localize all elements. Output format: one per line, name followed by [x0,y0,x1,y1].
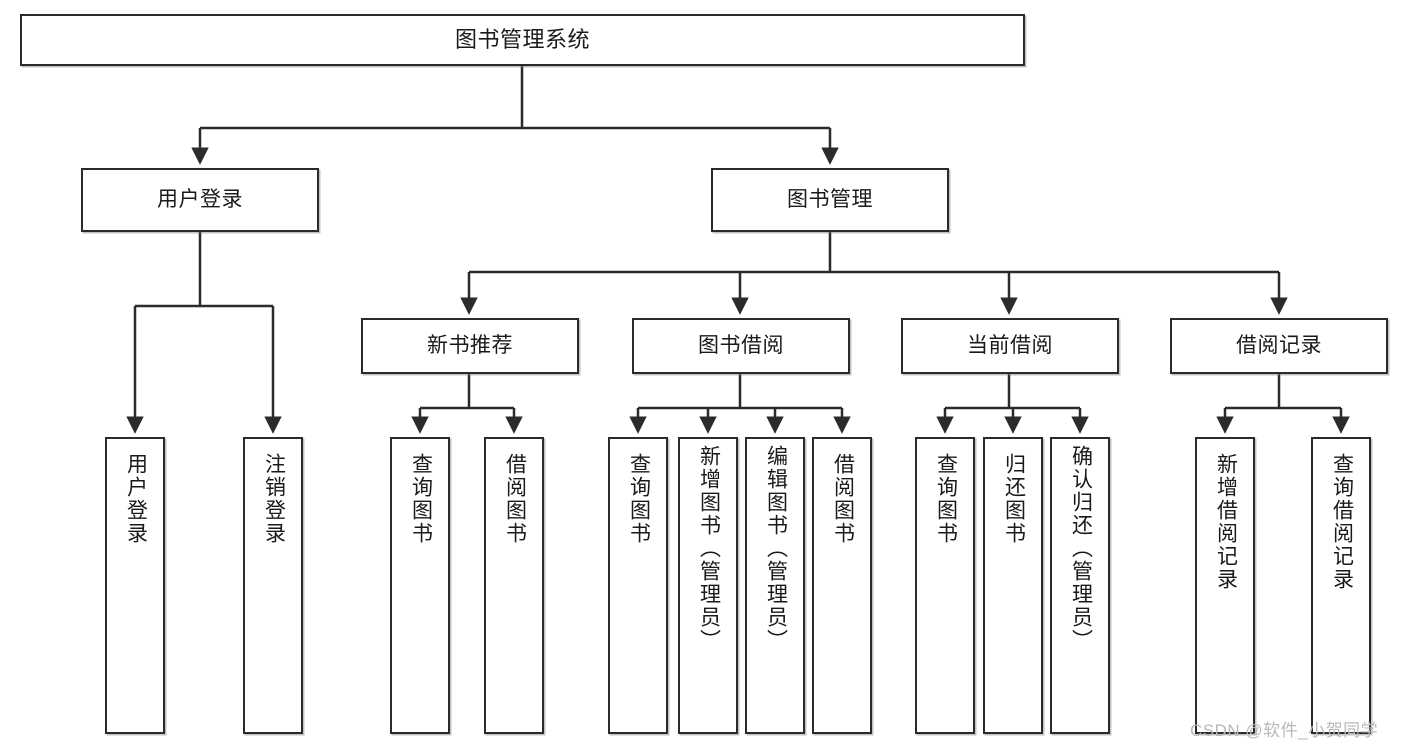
node-borrow-record-label: 借阅记录 [1236,333,1322,357]
node-leaf-query-book-2-label: 查询图书 [627,453,651,545]
node-root-label: 图书管理系统 [454,26,590,52]
node-borrow-record[interactable]: 借阅记录 [1170,318,1388,374]
node-leaf-borrow-book-1[interactable]: 借阅图书 [484,437,544,734]
node-root[interactable]: 图书管理系统 [20,14,1025,66]
node-leaf-add-book-label: 新增图书（管理员） [697,445,721,652]
node-book-manage-label: 图书管理 [787,187,873,211]
node-leaf-borrow-book-1-label: 借阅图书 [503,453,527,545]
node-leaf-user-login-label: 用户登录 [124,453,148,545]
node-leaf-logout-label: 注销登录 [262,453,286,545]
node-leaf-return-book-label: 归还图书 [1002,453,1026,545]
node-leaf-confirm-return-label: 确认归还（管理员） [1069,445,1093,652]
node-leaf-confirm-return[interactable]: 确认归还（管理员） [1050,437,1110,734]
node-leaf-query-book-2[interactable]: 查询图书 [608,437,668,734]
node-leaf-edit-book[interactable]: 编辑图书（管理员） [745,437,805,734]
node-leaf-query-book-3[interactable]: 查询图书 [915,437,975,734]
node-leaf-add-book[interactable]: 新增图书（管理员） [678,437,738,734]
node-leaf-add-record[interactable]: 新增借阅记录 [1195,437,1255,734]
node-leaf-edit-book-label: 编辑图书（管理员） [764,445,788,652]
node-new-book-rec-label: 新书推荐 [427,333,513,357]
node-user-login[interactable]: 用户登录 [81,168,319,232]
node-leaf-return-book[interactable]: 归还图书 [983,437,1043,734]
node-leaf-logout[interactable]: 注销登录 [243,437,303,734]
node-leaf-borrow-book-2[interactable]: 借阅图书 [812,437,872,734]
watermark: CSDN @软件_小贺同学 [1190,721,1379,740]
node-user-login-label: 用户登录 [157,187,243,211]
node-leaf-query-book-1-label: 查询图书 [409,453,433,545]
node-leaf-query-record[interactable]: 查询借阅记录 [1311,437,1371,734]
node-new-book-rec[interactable]: 新书推荐 [361,318,579,374]
node-leaf-query-book-3-label: 查询图书 [934,453,958,545]
node-book-manage[interactable]: 图书管理 [711,168,949,232]
node-current-borrow[interactable]: 当前借阅 [901,318,1119,374]
node-book-borrow-label: 图书借阅 [698,333,784,357]
node-book-borrow[interactable]: 图书借阅 [632,318,850,374]
node-leaf-user-login[interactable]: 用户登录 [105,437,165,734]
node-leaf-borrow-book-2-label: 借阅图书 [831,453,855,545]
node-current-borrow-label: 当前借阅 [967,333,1053,357]
node-leaf-add-record-label: 新增借阅记录 [1214,453,1238,591]
node-leaf-query-book-1[interactable]: 查询图书 [390,437,450,734]
node-leaf-query-record-label: 查询借阅记录 [1330,453,1354,591]
